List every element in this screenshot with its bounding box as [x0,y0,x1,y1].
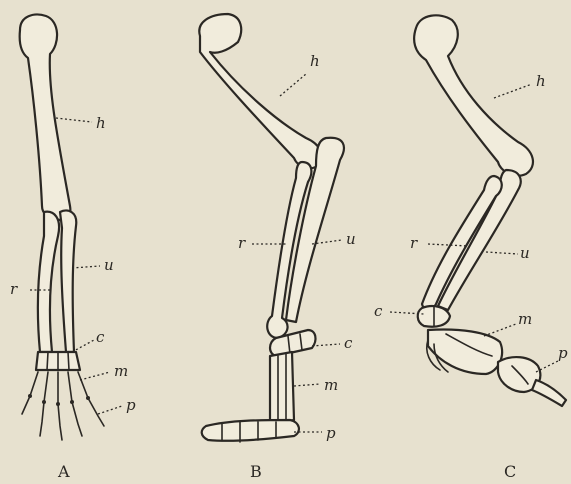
metacarpal-bones [30,372,88,404]
label-humerus-a: h [96,114,106,132]
radius-bone [38,212,59,352]
caption-b: B [250,462,262,481]
metacarpal-bones [270,352,294,424]
label-humerus-c: h [536,72,546,90]
humerus-bone [414,15,533,176]
label-radius-b: r [238,234,246,252]
label-radius-a: r [10,280,18,298]
label-phalanges-c: p [558,344,568,362]
figure-b: h r u c m p B [199,14,355,481]
ulna-bone [60,211,76,352]
label-metacarpus-b: m [324,376,338,394]
label-carpus-a: c [96,328,105,346]
ulna-bone [438,170,521,310]
phalanx-bones [22,396,104,440]
label-carpus-c: c [374,302,383,320]
humerus-bone [20,15,71,221]
label-phalanges-a: p [126,396,136,414]
caption-c: C [504,462,516,481]
label-carpus-b: c [344,334,353,352]
humerus-bone [199,14,322,168]
phalanx-bones [202,420,299,441]
metacarpal-bones [428,330,502,375]
caption-a: A [57,462,70,481]
radius-bone [422,176,502,310]
label-phalanges-b: p [326,424,336,442]
label-ulna-c: u [520,244,530,262]
label-ulna-a: u [104,256,114,274]
figure-c: h r u c m p C [374,15,568,481]
label-humerus-b: h [310,52,320,70]
figure-a: h u r c m p A [10,15,136,481]
label-radius-c: r [410,234,418,252]
label-ulna-b: u [346,230,356,248]
label-metacarpus-a: m [114,362,128,380]
label-metacarpus-c: m [518,310,532,328]
